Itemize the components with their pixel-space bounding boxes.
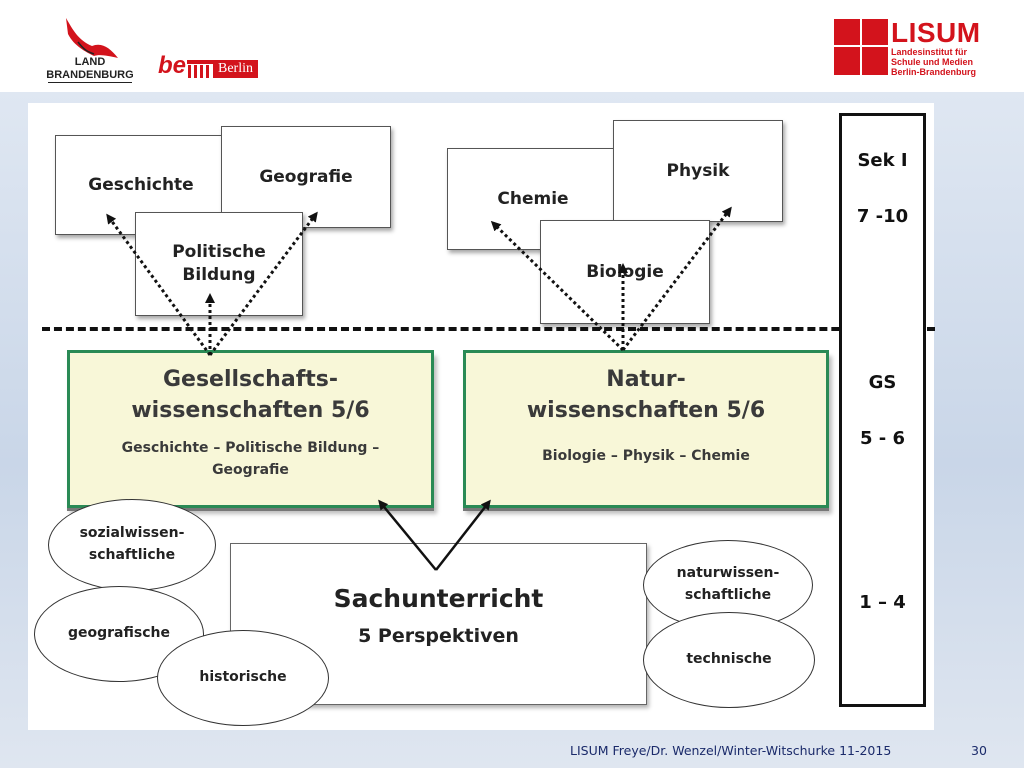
level-sek1-grades: 7 -10 bbox=[856, 206, 909, 227]
label-geschichte: Geschichte bbox=[88, 174, 194, 195]
gesellschaftswissenschaften-title: Gesellschafts- wissenschaften 5/6 bbox=[131, 367, 370, 423]
label-chemie: Chemie bbox=[497, 188, 569, 209]
naturwissenschaften-subjects: Biologie – Physik – Chemie bbox=[542, 447, 750, 464]
sachunterricht-subtitle: 5 Perspektiven bbox=[358, 625, 519, 647]
lisum-title: LISUM bbox=[891, 17, 981, 48]
arrow-to-naturwissenschaften bbox=[435, 499, 491, 571]
berlin-text: Berlin bbox=[213, 60, 258, 78]
arrow-to-geografie bbox=[208, 211, 318, 356]
naturwissenschaften-title: Natur- wissenschaften 5/6 bbox=[526, 367, 766, 423]
label-politische-bildung: Politische Bildung bbox=[172, 242, 266, 285]
ellipse-historische: historische bbox=[157, 630, 329, 726]
eagle-icon bbox=[66, 18, 118, 58]
box-gesellschaftswissenschaften: Gesellschafts- wissenschaften 5/6 Geschi… bbox=[67, 350, 434, 508]
level-sek1-label: Sek I bbox=[857, 150, 908, 171]
ellipse-sozialwissenschaftliche: sozialwissen- schaftliche bbox=[48, 499, 216, 591]
box-politische-bildung: Politische Bildung bbox=[135, 212, 303, 316]
grade-level-column: Sek I 7 -10 GS 5 - 6 1 – 4 bbox=[839, 113, 926, 707]
stage-separator-line bbox=[42, 327, 935, 331]
level-gs-label: GS bbox=[868, 372, 897, 393]
label-geografische: geografische bbox=[68, 625, 170, 642]
ellipse-technische: technische bbox=[643, 612, 815, 708]
arrow-to-geschichte bbox=[106, 213, 212, 356]
page-number: 30 bbox=[971, 743, 987, 758]
label-sozialwissenschaftliche: sozialwissen- schaftliche bbox=[79, 525, 185, 563]
box-geografie: Geografie bbox=[221, 126, 391, 228]
lisum-grid-icon bbox=[834, 19, 888, 75]
label-physik: Physik bbox=[666, 160, 730, 181]
gesellschaftswissenschaften-subjects: Geschichte – Politische Bildung – Geogra… bbox=[121, 439, 380, 478]
lisum-subtitle: Landesinstitut für Schule und Medien Ber… bbox=[891, 47, 977, 78]
brandenburg-gate-icon bbox=[187, 60, 213, 78]
arrow-to-gesellschaftswissenschaften bbox=[378, 499, 437, 571]
level-gs-grades: 5 - 6 bbox=[859, 428, 906, 449]
label-technische: technische bbox=[686, 651, 772, 668]
level-primary-grades: 1 – 4 bbox=[859, 592, 906, 613]
sachunterricht-title: Sachunterricht bbox=[333, 584, 544, 613]
label-naturwissenschaftliche: naturwissen- schaftliche bbox=[676, 565, 780, 603]
box-naturwissenschaften: Natur- wissenschaften 5/6 Biologie – Phy… bbox=[463, 350, 829, 508]
be-text: be bbox=[158, 52, 187, 79]
label-geografie: Geografie bbox=[259, 166, 353, 187]
brandenburg-underline bbox=[48, 82, 132, 83]
footer-credit: LISUM Freye/Dr. Wenzel/Winter-Witschurke… bbox=[570, 743, 892, 758]
arrow-to-chemie bbox=[490, 220, 625, 352]
box-physik: Physik bbox=[613, 120, 783, 222]
arrow-to-physik bbox=[621, 206, 732, 351]
label-historische: historische bbox=[199, 669, 287, 686]
brandenburg-text: LAND BRANDENBURG bbox=[46, 56, 134, 81]
